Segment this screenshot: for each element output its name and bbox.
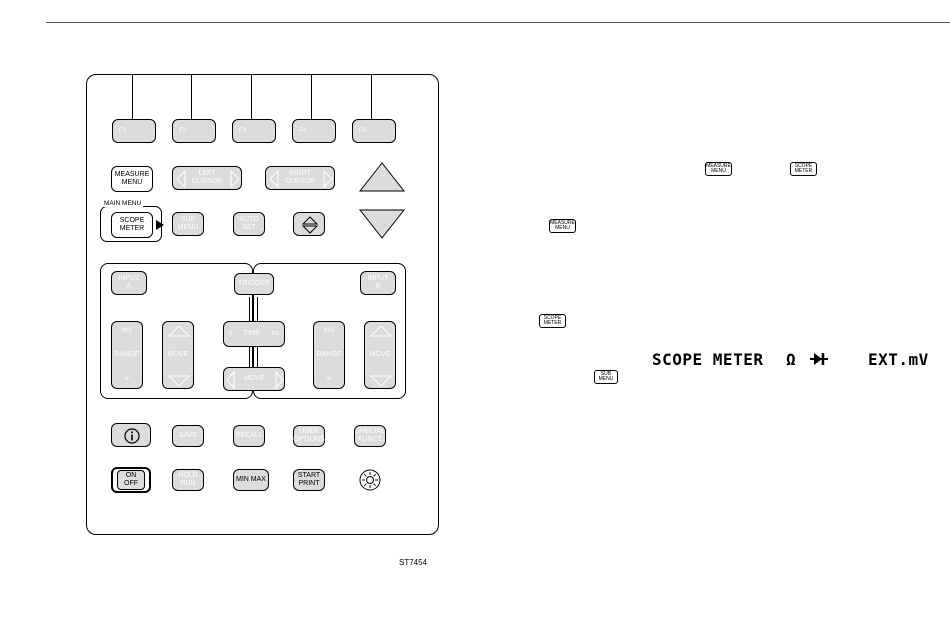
left-cursor-key[interactable]: LEFT CURSOR — [172, 166, 242, 190]
sub-menu-label: SUB MENU — [177, 216, 199, 231]
figure-caption: ST7454 — [399, 558, 428, 567]
auto-set-key[interactable]: AUTO SET — [233, 212, 265, 236]
ref-scope-meter-key-2: SCOPE METER — [539, 314, 566, 328]
trigger-key[interactable]: TRIGGER — [234, 273, 274, 295]
on-off-inner: ON OFF — [117, 470, 145, 490]
f3-label: F3 — [239, 128, 247, 134]
input-a-label: INPUT A — [118, 275, 140, 290]
top-rule — [46, 22, 950, 23]
left-cursor-label: LEFT CURSOR — [191, 170, 223, 185]
f2-key[interactable]: F2 — [172, 119, 216, 143]
f1-label: F1 — [119, 128, 127, 134]
lcd-ohm-symbol: Ω — [786, 350, 797, 369]
input-b-key[interactable]: INPUT B — [360, 271, 396, 295]
range-b-mv-label: mV — [323, 327, 335, 334]
trigger-connector-right — [257, 297, 258, 321]
time-connector-left — [249, 347, 250, 367]
f4-label: F4 — [299, 128, 307, 134]
range-a-v-label: V — [124, 375, 130, 382]
left-cursor-arrows-icon — [176, 169, 240, 189]
time-key[interactable]: s TIME ns — [223, 321, 285, 347]
measure-menu-label: MEASURE MENU — [114, 171, 150, 186]
f5-leader-line — [371, 75, 372, 119]
f1-key[interactable]: F1 — [112, 119, 156, 143]
up-down-arrows-icon — [301, 216, 319, 234]
input-b-label: INPUT B — [367, 275, 389, 290]
range-b-key[interactable]: mV RANGE V — [313, 321, 345, 389]
updown-key[interactable] — [293, 212, 325, 236]
range-a-mv-label: mV — [121, 327, 133, 334]
ref-sub-menu-key: SUB MENU — [594, 370, 618, 384]
move-horizontal-label: MOVE — [243, 375, 265, 382]
recall-key[interactable]: RECALL — [233, 425, 265, 447]
scope-meter-key[interactable]: SCOPE METER — [111, 212, 153, 238]
f5-label: F5 — [359, 128, 367, 134]
diode-icon — [810, 353, 828, 365]
move-b-key[interactable]: MOVE — [364, 321, 396, 389]
min-max-label: MIN MAX — [236, 476, 266, 483]
save-label: SAVE — [178, 432, 198, 439]
special-funct-key[interactable]: SPECIAL FUNCT — [354, 425, 386, 447]
move-b-label: MOVE — [369, 351, 391, 358]
on-off-label: ON OFF — [124, 472, 138, 487]
measure-menu-key[interactable]: MEASURE MENU — [111, 166, 153, 192]
range-b-v-label: V — [326, 375, 332, 382]
move-a-key[interactable]: MOVE — [162, 321, 194, 389]
f2-leader-line — [191, 75, 192, 119]
arrow-down-icon[interactable] — [358, 209, 406, 239]
move-a-label: MOVE — [167, 351, 189, 358]
scope-meter-label: SCOPE METER — [119, 217, 145, 232]
f3-key[interactable]: F3 — [232, 119, 276, 143]
sub-menu-key[interactable]: SUB MENU — [172, 212, 204, 236]
keypad-panel: F1 F2 F3 F4 F5 MEASURE MENU LEFT CURSOR … — [86, 74, 439, 535]
right-cursor-key[interactable]: RIGHT CURSOR — [265, 166, 335, 190]
right-cursor-label: RIGHT CURSOR — [284, 170, 316, 185]
f3-leader-line — [251, 75, 252, 119]
hold-run-key[interactable]: HOLD RUN — [172, 469, 204, 491]
info-icon — [124, 428, 140, 444]
range-b-label: RANGE — [316, 351, 342, 358]
f2-label: F2 — [179, 128, 187, 134]
recall-label: RECALL — [235, 432, 263, 439]
special-funct-label: SPECIAL FUNCT — [355, 428, 385, 443]
move-horizontal-key[interactable]: MOVE — [223, 367, 285, 391]
arrow-up-icon[interactable] — [358, 162, 406, 192]
f1-leader-line — [132, 75, 133, 119]
lcd-scope-meter-text: SCOPE METER — [652, 350, 764, 369]
hold-run-label: HOLD RUN — [178, 472, 198, 487]
on-off-key[interactable]: ON OFF — [111, 467, 151, 493]
move-b-arrows-icon — [369, 325, 393, 387]
right-cursor-arrows-icon — [269, 169, 333, 189]
move-horizontal-arrows-icon — [226, 370, 284, 390]
auto-set-label: AUTO SET — [239, 216, 259, 231]
backlight-sun-icon[interactable] — [359, 469, 381, 491]
time-label: TIME — [243, 330, 261, 337]
f5-key[interactable]: F5 — [352, 119, 396, 143]
ref-measure-menu-key-2: MEASURE MENU — [549, 219, 576, 233]
main-menu-pointer-icon — [156, 220, 164, 230]
f4-leader-line — [311, 75, 312, 119]
range-a-key[interactable]: mV RANGE V — [111, 321, 143, 389]
move-a-arrows-icon — [167, 325, 191, 387]
lcd-ext-mv-text: EXT.mV — [868, 350, 929, 369]
time-ns-label: ns — [271, 330, 279, 337]
trigger-connector-left — [249, 297, 250, 321]
ref-scope-meter-key-1: SCOPE METER — [790, 162, 817, 176]
input-a-key[interactable]: INPUT A — [111, 271, 147, 295]
time-s-label: s — [229, 330, 233, 337]
save-key[interactable]: SAVE — [172, 425, 204, 447]
user-options-label: USER OPTIONS — [293, 428, 325, 443]
main-menu-label: MAIN MENU — [102, 200, 144, 207]
range-a-label: RANGE — [114, 351, 140, 358]
info-key[interactable] — [111, 423, 151, 447]
ref-measure-menu-key-1: MEASURE MENU — [705, 162, 732, 176]
user-options-key[interactable]: USER OPTIONS — [293, 425, 325, 447]
start-print-key[interactable]: START PRINT — [293, 469, 325, 491]
min-max-key[interactable]: MIN MAX — [233, 469, 269, 491]
start-print-label: START PRINT — [297, 472, 321, 487]
trigger-label: TRIGGER — [238, 280, 270, 287]
f4-key[interactable]: F4 — [292, 119, 336, 143]
time-connector-right — [257, 347, 258, 367]
